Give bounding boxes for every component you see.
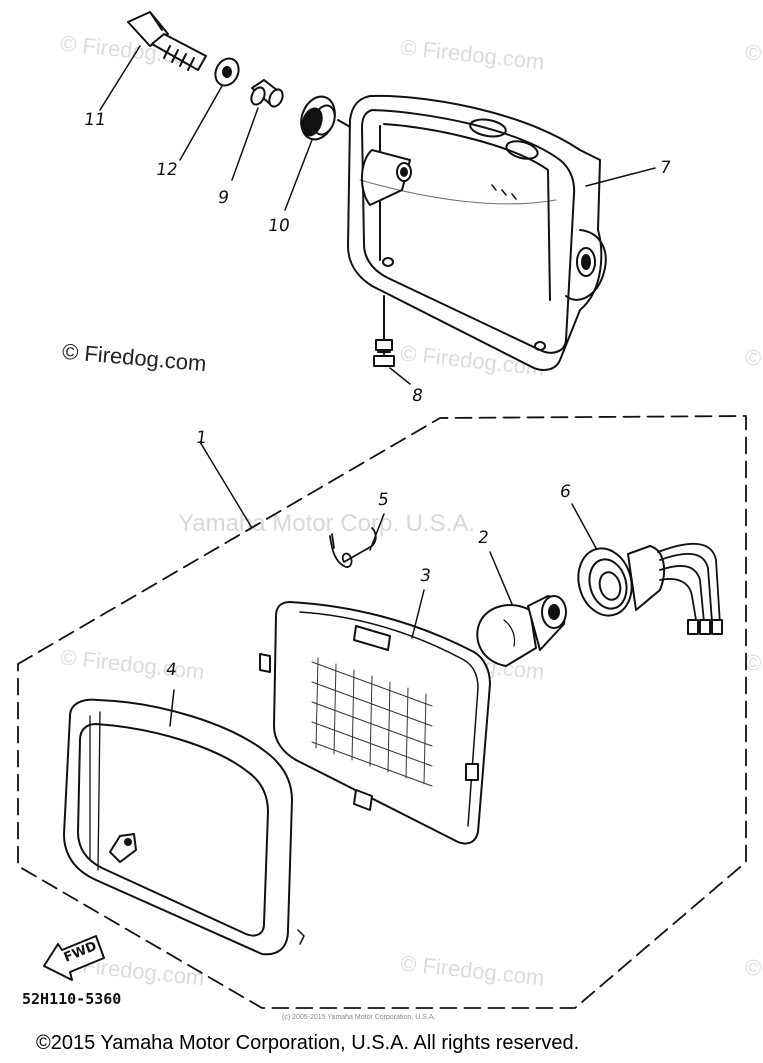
bolt-11 xyxy=(127,11,207,71)
lens-unit-3 xyxy=(259,601,491,845)
screw-8 xyxy=(373,295,395,367)
callout-11: 11 xyxy=(82,110,108,130)
small-copyright: (c) 2005-2015 Yamaha Motor Corporation, … xyxy=(282,1014,436,1021)
rim-4 xyxy=(63,698,305,956)
part-code: 52H110-5360 xyxy=(22,990,122,1008)
watermark-yamaha: Yamaha Motor Corp. U.S.A. xyxy=(178,510,475,537)
grommet-10 xyxy=(300,95,353,141)
assembly-outline xyxy=(17,415,747,1009)
collar-9 xyxy=(250,79,284,108)
headlight-housing-7 xyxy=(347,94,607,371)
callout-12: 12 xyxy=(154,160,180,180)
spring-clip-5 xyxy=(329,527,377,568)
bulb-2 xyxy=(476,595,567,667)
fwd-arrow: FWD xyxy=(43,935,105,981)
washer-12 xyxy=(214,57,240,87)
socket-6 xyxy=(577,542,723,635)
footer-copyright: ©2015 Yamaha Motor Corporation, U.S.A. A… xyxy=(36,1032,580,1054)
callout-10: 10 xyxy=(266,216,292,236)
